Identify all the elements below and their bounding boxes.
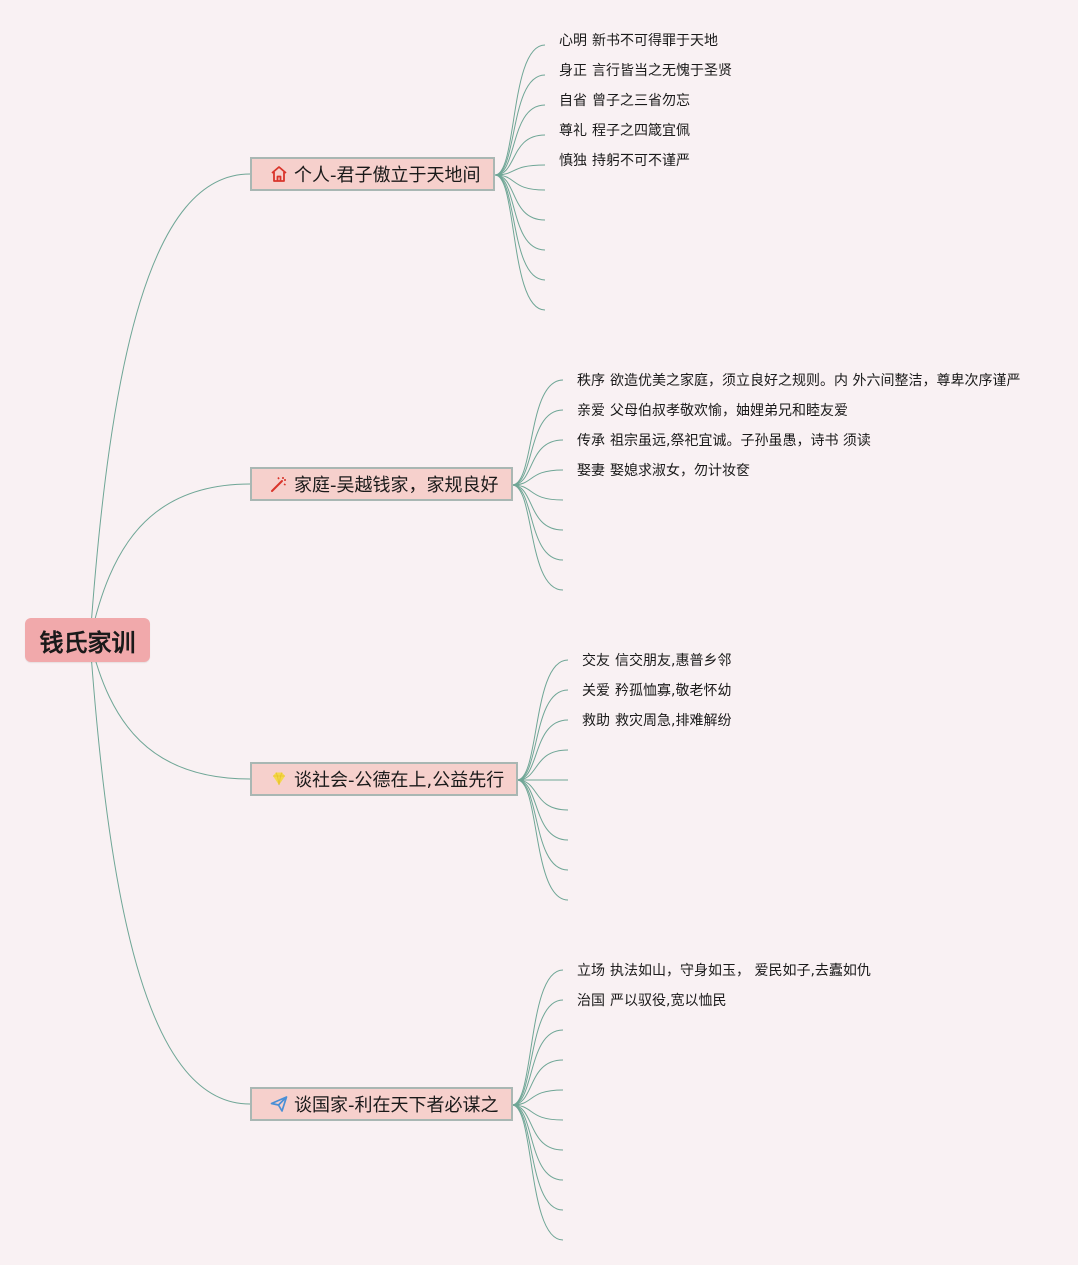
root-node[interactable]: 钱氏家训 [25,618,150,662]
leaf-text: 矜孤恤寡,敬老怀幼 [615,683,732,699]
branch-leaf-connector [516,779,569,841]
leaf-text: 娶媳求淑女，勿计妆奁 [610,463,750,479]
branch-leaf-connector [494,74,546,176]
leaf-key: 立场 [577,963,605,979]
branch-leaf-connector [511,1089,564,1106]
leaf-key: 尊礼 [559,123,587,139]
leaf-text: 执法如山，守身如玉， 爱民如子,去蠹如仇 [610,963,871,979]
leaf-text: 信交朋友,惠普乡邻 [615,653,732,669]
branch-leaf-connector [511,439,564,486]
leaf-item[interactable]: 心明新书不可得罪于天地 [559,32,718,50]
leaf-key: 娶妻 [577,463,605,479]
branch-leaf-connector [511,969,564,1106]
branch-nation[interactable]: 谈国家-利在天下者必谋之 [250,1087,513,1121]
branch-leaf-connector [494,174,546,191]
branch-leaf-connector [511,1104,564,1241]
branch-leaf-connector [494,174,546,221]
branch-leaf-connector [511,1104,564,1181]
leaf-key: 慎独 [559,153,587,169]
branch-label: 谈社会-公德在上,公益先行 [294,770,505,791]
leaf-key: 自省 [559,93,587,109]
leaf-text: 欲造优美之家庭，须立良好之规则。内 外六间整洁，尊卑次序谨严 [610,373,1021,389]
leaf-key: 关爱 [582,683,610,699]
leaf-item[interactable]: 救助救灾周急,排难解纷 [582,712,731,730]
magic-wand-icon [268,473,290,495]
leaf-text: 曾子之三省勿忘 [592,93,690,109]
root-branch-connector [89,483,251,641]
leaf-text: 程子之四箴宜佩 [592,123,690,139]
branch-leaf-connector [494,164,546,176]
leaf-key: 亲爱 [577,403,605,419]
branch-leaf-connector [516,779,569,901]
leaf-text: 持躬不可不谨严 [592,153,690,169]
leaf-key: 心明 [559,33,587,49]
leaf-key: 身正 [559,63,587,79]
leaf-key: 传承 [577,433,605,449]
leaf-text: 父母伯叔孝敬欢愉，妯娌弟兄和睦友爱 [610,403,848,419]
leaf-key: 治国 [577,993,605,1009]
branch-leaf-connector [516,779,569,871]
leaf-key: 秩序 [577,373,605,389]
branch-label: 谈国家-利在天下者必谋之 [294,1095,499,1116]
root-branch-connector [89,639,251,1105]
leaf-item[interactable]: 立场执法如山，守身如玉， 爱民如子,去蠹如仇 [577,962,871,980]
branch-leaf-connector [511,484,564,561]
branch-leaf-connector [511,484,564,531]
branch-leaf-connector [494,134,546,176]
branch-leaf-connector [511,484,564,591]
leaf-item[interactable]: 传承祖宗虽远,祭祀宜诚。子孙虽愚，诗书 须读 [577,432,871,450]
branch-label: 家庭-吴越钱家，家规良好 [294,475,499,496]
branch-leaf-connector [511,409,564,486]
branch-family[interactable]: 家庭-吴越钱家，家规良好 [250,467,513,501]
branch-leaf-connector [516,689,569,781]
leaf-item[interactable]: 亲爱父母伯叔孝敬欢愉，妯娌弟兄和睦友爱 [577,402,848,420]
leaf-key: 交友 [582,653,610,669]
leaf-item[interactable]: 秩序欲造优美之家庭，须立良好之规则。内 外六间整洁，尊卑次序谨严 [577,372,1020,390]
leaf-text: 新书不可得罪于天地 [592,33,718,49]
leaf-item[interactable]: 慎独持躬不可不谨严 [559,152,690,170]
branch-label: 个人-君子傲立于天地间 [294,165,481,186]
branch-leaf-connector [516,749,569,781]
branch-leaf-connector [516,719,569,781]
diamond-icon [268,768,290,790]
branch-leaf-connector [511,469,564,486]
branch-personal[interactable]: 个人-君子傲立于天地间 [250,157,495,191]
branch-leaf-connector [516,779,569,811]
leaf-item[interactable]: 关爱矜孤恤寡,敬老怀幼 [582,682,731,700]
leaf-item[interactable]: 交友信交朋友,惠普乡邻 [582,652,731,670]
branch-leaf-connector [511,999,564,1106]
leaf-text: 救灾周急,排难解纷 [615,713,732,729]
branch-leaf-connector [511,1029,564,1106]
leaf-key: 救助 [582,713,610,729]
branch-leaf-connector [511,379,564,486]
branch-leaf-connector [511,1104,564,1151]
paper-plane-icon [268,1093,290,1115]
leaf-item[interactable]: 自省曾子之三省勿忘 [559,92,690,110]
branch-leaf-connector [511,484,564,501]
branch-leaf-connector [511,1059,564,1106]
leaf-item[interactable]: 治国严以驭役,宽以恤民 [577,992,726,1010]
branch-leaf-connector [494,174,546,251]
root-branch-connector [89,639,251,780]
leaf-item[interactable]: 尊礼程子之四箴宜佩 [559,122,690,140]
house-icon [268,163,290,185]
branch-society[interactable]: 谈社会-公德在上,公益先行 [250,762,519,796]
leaf-item[interactable]: 娶妻娶媳求淑女，勿计妆奁 [577,462,750,480]
branch-leaf-connector [494,174,546,311]
leaf-text: 严以驭役,宽以恤民 [610,993,727,1009]
branch-leaf-connector [516,659,569,781]
branch-leaf-connector [494,44,546,176]
leaf-item[interactable]: 身正言行皆当之无愧于圣贤 [559,62,732,80]
root-branch-connector [89,173,251,641]
leaf-text: 言行皆当之无愧于圣贤 [592,63,732,79]
root-label: 钱氏家训 [39,628,136,657]
leaf-text: 祖宗虽远,祭祀宜诚。子孙虽愚，诗书 须读 [610,433,871,449]
branch-leaf-connector [494,104,546,176]
branch-leaf-connector [511,1104,564,1121]
